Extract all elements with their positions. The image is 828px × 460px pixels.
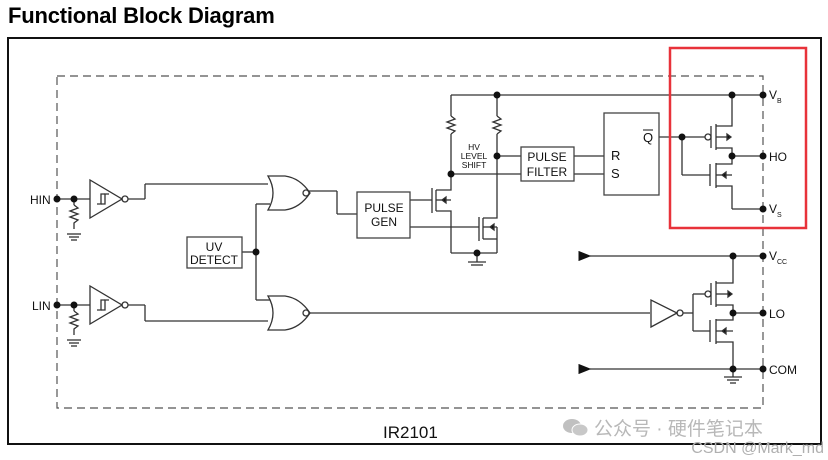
ho-label: HO: [769, 150, 787, 164]
highlight-box: [668, 46, 808, 230]
uv-detect-block: [186, 236, 243, 269]
latch-qbar-label: Q: [643, 130, 653, 145]
hin-schmitt-inverter: [89, 178, 124, 220]
chip-boundary: [56, 75, 764, 409]
lo-inverter: [650, 298, 679, 329]
lo-label: LO: [769, 307, 785, 321]
nor-gate-high: [266, 175, 311, 211]
hv-level-shift-label-1: HV: [468, 142, 480, 152]
outer-frame: [7, 37, 822, 445]
latch-r-label: R: [611, 148, 620, 163]
pulse-gen-label-2: GEN: [371, 215, 397, 229]
lo-pin[interactable]: [759, 309, 767, 317]
lin-label: LIN: [32, 299, 51, 313]
hv-level-shift-label-2: LEVEL: [461, 151, 488, 161]
vs-sub: S: [777, 212, 782, 219]
pulse-filter-block: [520, 146, 575, 182]
wechat-icon: [562, 418, 590, 438]
com-pin[interactable]: [759, 365, 767, 373]
watermark-text-1: 公众号 · 硬件笔记本: [594, 419, 763, 440]
vs-label: V: [769, 202, 777, 216]
vb-label: V: [769, 88, 777, 102]
latch-s-label: S: [611, 166, 620, 181]
pulse-filter-label-2: FILTER: [527, 165, 568, 179]
watermark-csdn: CSDN @Mark_md: [691, 440, 824, 457]
vb-sub: B: [777, 98, 782, 105]
pulse-gen-label-1: PULSE: [364, 201, 403, 215]
chip-label: IR2101: [383, 423, 438, 442]
vs-pin[interactable]: [759, 205, 767, 213]
hin-label: HIN: [30, 193, 51, 207]
hv-level-shift-label-3: SHIFT: [462, 160, 487, 170]
vb-pin[interactable]: [759, 91, 767, 99]
uv-detect-label-1: UV: [206, 240, 223, 254]
page-title: Functional Block Diagram: [8, 3, 275, 28]
vcc-label: V: [769, 249, 777, 263]
rs-latch-block: [603, 112, 660, 196]
watermark-wechat: 公众号 · 硬件笔记本: [562, 414, 763, 441]
lin-pin[interactable]: [53, 301, 61, 309]
lin-schmitt-inverter: [89, 284, 124, 326]
vcc-pin[interactable]: [759, 252, 767, 260]
nor-gate-low: [266, 295, 311, 331]
pulse-filter-label-1: PULSE: [527, 150, 566, 164]
uv-detect-label-2: DETECT: [190, 253, 239, 267]
hin-pin[interactable]: [53, 195, 61, 203]
pulse-gen-block: [356, 191, 411, 239]
com-label: COM: [769, 363, 797, 377]
vcc-sub: CC: [777, 259, 787, 266]
ho-pin[interactable]: [759, 152, 767, 160]
